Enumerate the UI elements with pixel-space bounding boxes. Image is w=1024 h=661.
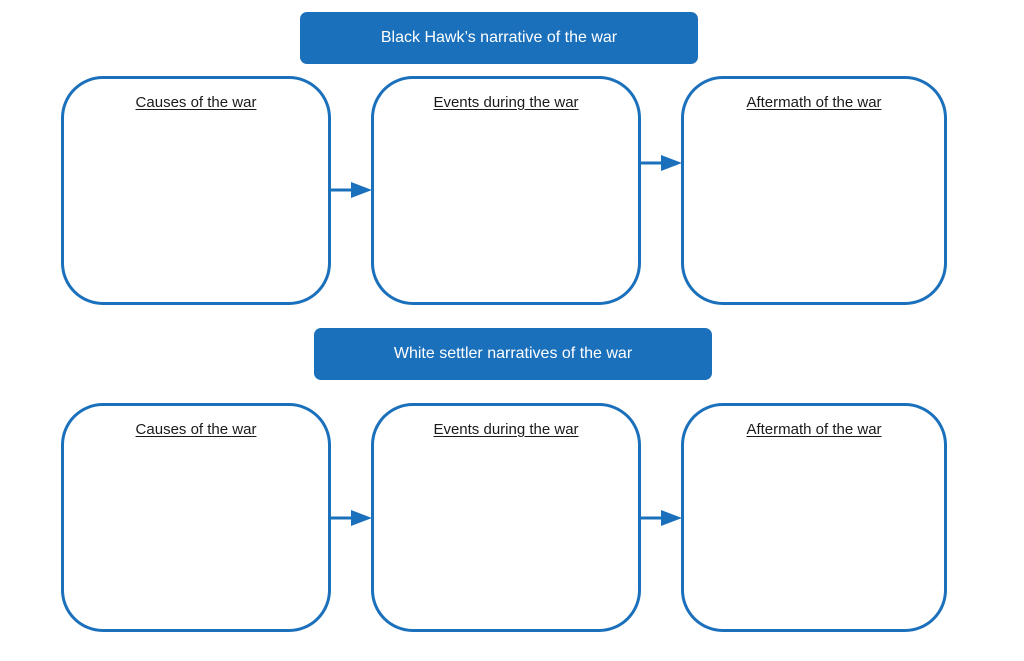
box-aftermath-black-hawk: Aftermath of the war	[681, 76, 947, 305]
box-events-black-hawk: Events during the war	[371, 76, 641, 305]
box-aftermath-white-settler: Aftermath of the war	[681, 403, 947, 632]
banner-title: Black Hawk’s narrative of the war	[380, 29, 618, 46]
box-label: Events during the war	[433, 421, 579, 438]
arrow-right-icon	[639, 153, 683, 173]
box-label: Causes of the war	[135, 94, 257, 111]
box-causes-white-settler: Causes of the war	[61, 403, 331, 632]
box-causes-black-hawk: Causes of the war	[61, 76, 331, 305]
box-label: Causes of the war	[135, 421, 257, 438]
box-label: Events during the war	[433, 94, 579, 111]
arrow-right-icon	[639, 508, 683, 528]
arrow-right-icon	[329, 508, 373, 528]
banner-title: White settler narratives of the war	[393, 345, 633, 362]
banner-white-settler-narratives: White settler narratives of the war	[314, 328, 712, 380]
box-label: Aftermath of the war	[746, 94, 882, 111]
box-events-white-settler: Events during the war	[371, 403, 641, 632]
arrow-right-icon	[329, 180, 373, 200]
banner-black-hawk-narrative: Black Hawk’s narrative of the war	[300, 12, 698, 64]
box-label: Aftermath of the war	[746, 421, 882, 438]
